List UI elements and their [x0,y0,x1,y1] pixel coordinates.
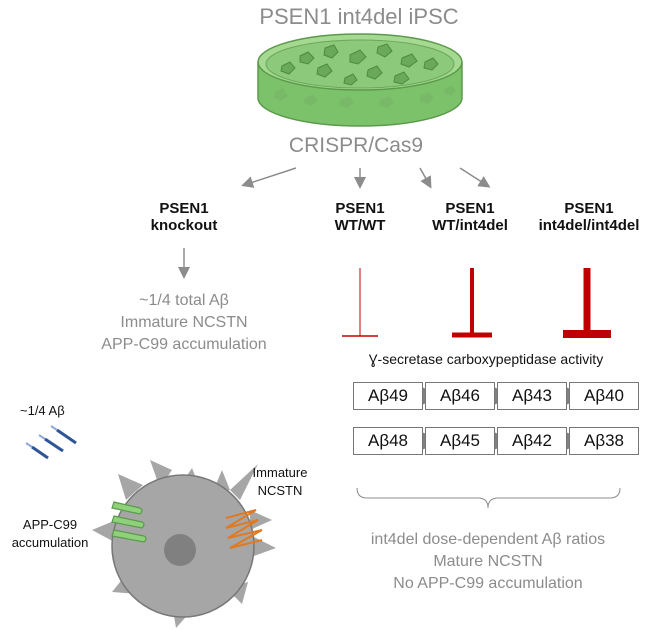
inhibition-symbol-wt [342,268,378,337]
inhibition-symbol-hom [563,268,611,338]
abeta46-box: Aβ46 [425,382,495,410]
abeta40-box: Aβ40 [569,382,639,410]
activity-label: Ɣ-secretase carboxypeptidase activity [368,351,604,367]
abeta45-box: Aβ45 [425,427,495,455]
ncstn-icon [225,509,263,549]
abeta-label: ~1/4 Aβ [20,403,65,418]
cell-icon [92,460,276,628]
abeta43-box: Aβ43 [497,382,567,410]
abeta42-box: Aβ42 [497,427,567,455]
effect-mature-ncstn: Mature NCSTN [433,553,543,570]
inhibition-symbol-het [452,268,492,338]
page-title: PSEN1 int4del iPSC [259,4,459,29]
abeta49-box: Aβ49 [353,382,423,410]
effect-no-app-c99: No APP-C99 accumulation [393,575,583,592]
knockout-effects: ~1/4 total Aβ Immature NCSTN APP-C99 acc… [101,290,266,356]
abeta38-box: Aβ38 [569,427,639,455]
petri-dish-icon [257,33,463,127]
crispr-arrows [178,167,491,279]
effect-dose-dependent: int4del dose-dependent Aβ ratios [370,531,606,548]
effect-immature-ncstn: Immature NCSTN [120,314,248,331]
effect-total-abeta: ~1/4 total Aβ [139,292,229,309]
abeta48-box: Aβ48 [353,427,423,455]
effect-app-c99: APP-C99 accumulation [101,336,267,353]
summary-brace [356,487,621,509]
app-c99-icon [111,501,147,543]
crispr-label: CRISPR/Cas9 [288,134,424,157]
int4del-effects: int4del dose-dependent Aβ ratios Mature … [371,529,605,595]
abeta-peptide-icon [25,425,77,460]
